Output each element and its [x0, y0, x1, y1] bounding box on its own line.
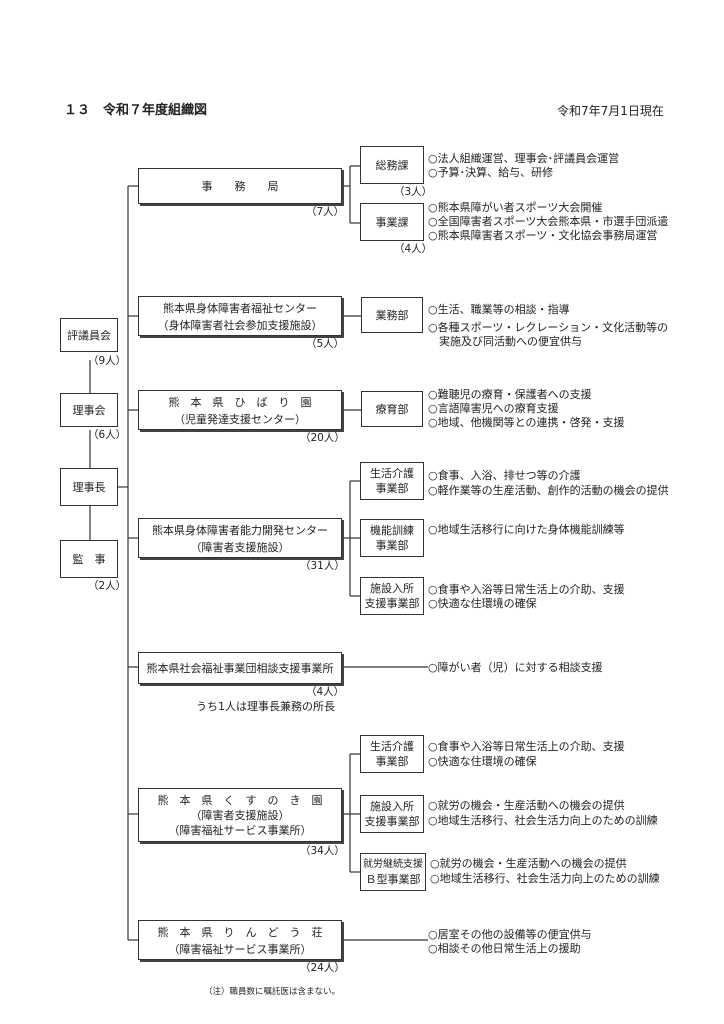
noryoku-shisetsu-line2: 支援事業部: [364, 597, 420, 610]
noryoku-name: 熊本県身体障害者能力開発センター: [152, 524, 328, 537]
kusunoki-shuro-line2: Ｂ型事業部: [365, 873, 421, 886]
noryoku-box: 熊本県身体障害者能力開発センター （障害者支援施設）: [138, 518, 342, 558]
rijicho-label: 理事長: [72, 481, 106, 494]
noryoku-shisetsu-duty-1: ○食事や入浴等日常生活上の介助、支援: [428, 583, 625, 596]
kusunoki-shuro-duty-2: ○地域生活移行、社会生活力向上のための訓練: [430, 872, 660, 885]
shintai-fukushi-name: 熊本県身体障害者福祉センター: [163, 302, 317, 315]
noryoku-seikatsu-line2: 事業部: [375, 482, 409, 495]
kusunoki-shisetsu-duty-2: ○地域生活移行、社会生活力向上のための訓練: [428, 814, 658, 827]
rijicho-box: 理事長: [60, 468, 118, 506]
noryoku-count: （31人）: [300, 560, 345, 572]
hibari-sub: （児童発達支援センター）: [174, 413, 306, 426]
noryoku-seikatsu-duty-2: ○軽作業等の生産活動、創作的活動の機会の提供: [428, 484, 669, 497]
gyomubu-name: 業務部: [375, 309, 409, 322]
jimukyoku-count: （7人）: [306, 206, 345, 218]
ryoikubu-duty-2: ○言語障害児への療育支援: [428, 402, 559, 415]
gyomubu-duty-2: ○各種スポーツ・レクレーション・文化活動等の: [428, 321, 669, 334]
jigyoka-duty-3: ○熊本県障害者スポーツ・文化協会事務局運営: [428, 229, 658, 242]
kanji-label: 監 事: [72, 553, 106, 566]
as-of-date: 令和7年7月1日現在: [557, 104, 664, 118]
shintai-fukushi-count: （5人）: [306, 338, 345, 350]
ryoikubu-duty-3: ○地域、他機関等との連携・啓発・支援: [428, 416, 625, 429]
kusunoki-shuro-box: 就労継続支援 Ｂ型事業部: [360, 853, 426, 891]
somuka-name: 総務課: [375, 159, 409, 172]
jigyoka-name: 事業課: [375, 216, 409, 229]
shintai-fukushi-sub: （身体障害者社会参加支援施設）: [157, 319, 323, 332]
kusunoki-box: 熊 本 県 く す の き 園 （障害者支援施設） （障害福祉サービス事業所）: [138, 788, 342, 842]
kusunoki-shuro-duty-1: ○就労の機会・生産活動への機会の提供: [430, 857, 627, 870]
rijikai-box: 理事会: [60, 393, 118, 427]
noryoku-seikatsu-box: 生活介護 事業部: [360, 462, 424, 500]
ryoikubu-duty-1: ○難聴児の療育・保護者への支援: [428, 388, 592, 401]
noryoku-shisetsu-box: 施設入所 支援事業部: [360, 577, 424, 615]
soudan-box: 熊本県社会福祉事業団相談支援事業所: [138, 652, 342, 684]
ryoikubu-box: 療育部: [361, 391, 423, 427]
jigyoka-duty-1: ○熊本県障がい者スポーツ大会開催: [428, 201, 603, 214]
kusunoki-shisetsu-line2: 支援事業部: [364, 815, 420, 828]
noryoku-kinou-box: 機能訓練 事業部: [360, 519, 424, 557]
rindou-name: 熊 本 県 り ん ど う 荘: [157, 926, 323, 939]
noryoku-kinou-duty-1: ○地域生活移行に向けた身体機能訓練等: [428, 523, 625, 536]
ryoikubu-name: 療育部: [375, 403, 409, 416]
kanji-count: （2人）: [88, 580, 127, 592]
kusunoki-sub2: （障害福祉サービス事業所）: [168, 824, 312, 837]
somuka-box: 総務課: [360, 146, 424, 184]
jigyoka-box: 事業課: [360, 203, 424, 241]
rijikai-count: （6人）: [88, 429, 127, 441]
soudan-note: うち1人は理事長兼務の所長: [196, 700, 335, 713]
noryoku-kinou-line2: 事業部: [375, 539, 409, 552]
kusunoki-seikatsu-line1: 生活介護: [370, 740, 414, 753]
jimukyoku-name: 事 務 局: [201, 180, 279, 193]
gyomubu-duty-3: 実施及び同活動への便宜供与: [428, 335, 582, 348]
somuka-count: （3人）: [394, 186, 433, 198]
somuka-duty-2: ○予算･決算、給与、研修: [428, 166, 554, 179]
somuka-duty-1: ○法人組織運営、理事会･評議員会運営: [428, 152, 620, 165]
soudan-count: （4人）: [306, 686, 345, 698]
kusunoki-seikatsu-box: 生活介護 事業部: [360, 735, 424, 773]
rijikai-label: 理事会: [72, 404, 106, 417]
kusunoki-shuro-line1: 就労継続支援: [363, 859, 423, 870]
soudan-name: 熊本県社会福祉事業団相談支援事業所: [146, 662, 334, 675]
noryoku-seikatsu-duty-1: ○食事、入浴、排せつ等の介護: [428, 469, 581, 482]
jimukyoku-box: 事 務 局: [138, 168, 342, 204]
kusunoki-shisetsu-box: 施設入所 支援事業部: [360, 795, 424, 833]
kanji-box: 監 事: [60, 540, 118, 578]
page-title: １３ 令和７年度組織図: [64, 103, 208, 118]
kusunoki-seikatsu-duty-2: ○快適な住環境の確保: [428, 755, 537, 768]
jigyoka-duty-2: ○全国障害者スポーツ大会熊本県・市選手団派遣: [428, 215, 669, 228]
shintai-fukushi-box: 熊本県身体障害者福祉センター （身体障害者社会参加支援施設）: [138, 296, 342, 336]
rindou-duty-2: ○相談その他日常生活上の援助: [428, 942, 581, 955]
noryoku-seikatsu-line1: 生活介護: [370, 467, 414, 480]
kusunoki-sub1: （障害者支援施設）: [190, 809, 290, 822]
noryoku-shisetsu-duty-2: ○快適な住環境の確保: [428, 597, 537, 610]
kusunoki-shisetsu-line1: 施設入所: [370, 800, 414, 813]
hyogiin-label: 評議員会: [67, 329, 111, 342]
kusunoki-count: （34人）: [300, 845, 345, 857]
footnote: （注）職員数に嘱託医は含まない。: [204, 987, 341, 997]
hibari-name: 熊 本 県 ひ ば り 園: [168, 396, 312, 409]
hibari-count: （20人）: [300, 432, 345, 444]
rindou-sub: （障害福祉サービス事業所）: [168, 943, 312, 956]
kusunoki-name: 熊 本 県 く す の き 園: [157, 794, 323, 807]
hyogiin-box: 評議員会: [60, 318, 118, 352]
gyomubu-box: 業務部: [361, 297, 423, 333]
noryoku-sub: （障害者支援施設）: [190, 541, 290, 554]
jigyoka-count: （4人）: [394, 243, 433, 255]
kusunoki-seikatsu-line2: 事業部: [375, 755, 409, 768]
gyomubu-duty-1: ○生活、職業等の相談・指導: [428, 303, 570, 316]
hyogiin-count: （9人）: [88, 355, 127, 367]
hibari-box: 熊 本 県 ひ ば り 園 （児童発達支援センター）: [138, 390, 342, 430]
soudan-duty-1: ○障がい者（児）に対する相談支援: [428, 661, 603, 674]
noryoku-kinou-line1: 機能訓練: [370, 524, 414, 537]
kusunoki-seikatsu-duty-1: ○食事や入浴等日常生活上の介助、支援: [428, 740, 625, 753]
rindou-count: （24人）: [300, 962, 345, 974]
kusunoki-shisetsu-duty-1: ○就労の機会・生産活動への機会の提供: [428, 799, 625, 812]
rindou-box: 熊 本 県 り ん ど う 荘 （障害福祉サービス事業所）: [138, 920, 342, 960]
noryoku-shisetsu-line1: 施設入所: [370, 582, 414, 595]
rindou-duty-1: ○居室その他の設備等の便宜供与: [428, 928, 592, 941]
